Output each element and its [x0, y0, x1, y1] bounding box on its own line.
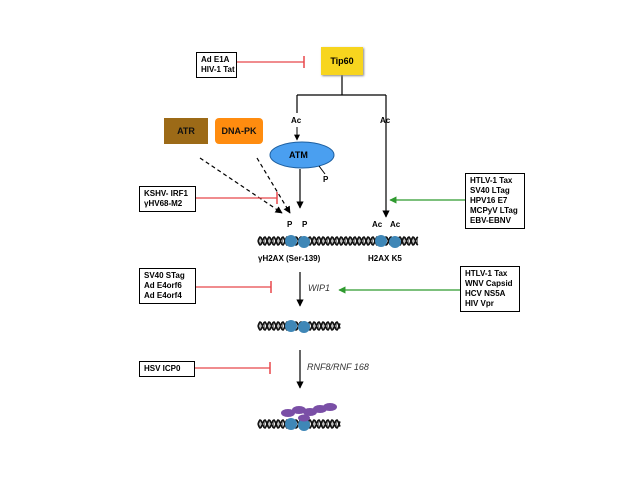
nucleosomes-gamma-h2ax: [285, 235, 310, 248]
atm-inhibitor-box: KSHV- IRF1 γHV68-M2: [139, 186, 196, 212]
nucleosomes-h2ax-k5: [375, 235, 401, 248]
h2ax-activator-box: HTLV-1 Tax SV40 LTag HPV16 E7 MCPyV LTag…: [465, 173, 525, 229]
h2ax-acetyl-label-1: Ac: [372, 220, 383, 229]
box-item: WNV Capsid: [465, 279, 513, 288]
box-item: HSV ICP0: [144, 364, 181, 373]
box-item: HIV Vpr: [465, 299, 494, 308]
ac-right-label: Ac: [380, 116, 391, 125]
atr-node: ATR: [164, 118, 208, 144]
box-item: γHV68-M2: [144, 199, 183, 208]
tip60-node: Tip60: [321, 47, 363, 75]
box-item: HTLV-1 Tax: [465, 269, 508, 278]
box-item: SV40 STag: [144, 271, 185, 280]
dnapk-dashed-arrow: [256, 157, 291, 214]
box-item: MCPyV LTag: [470, 206, 518, 215]
nucleosomes-middle: [285, 320, 310, 333]
ac-left-label: Ac: [291, 116, 302, 125]
atm-inhibition: [196, 192, 278, 204]
atm-phospho-stem: [318, 165, 326, 175]
box-item: Ad E4orf6: [144, 281, 182, 290]
box-item: Ad E4orf4: [144, 291, 182, 300]
h2ax-k5-label: H2AX K5: [368, 254, 402, 263]
box-item: KSHV- IRF1: [144, 189, 189, 198]
atm-phospho-label: P: [323, 175, 329, 184]
wip1-inhibitor-box: SV40 STag Ad E4orf6 Ad E4orf4: [139, 268, 196, 304]
rnf-inhibitor-box: HSV ICP0: [139, 361, 195, 377]
atr-dashed-arrow: [199, 157, 283, 214]
tip60-inhibition: [237, 56, 305, 68]
nucleosomes-bottom: [285, 418, 310, 431]
ubiquitin-chain: [281, 403, 337, 422]
tip60-inhibitor-box: Ad E1A HIV-1 Tat: [196, 52, 237, 78]
h2ax-phospho-label-2: P: [302, 220, 308, 229]
box-item: EBV-EBNV: [470, 216, 511, 225]
wip1-label: WIP1: [308, 283, 331, 293]
box-item: HCV NS5A: [465, 289, 506, 298]
box-item: HPV16 E7: [470, 196, 508, 205]
atm-label: ATM: [289, 150, 308, 160]
dnapk-node: DNA-PK: [215, 118, 263, 144]
rnf-inhibition: [195, 362, 271, 374]
atm-node: [269, 141, 335, 169]
wip1-activator-box: HTLV-1 Tax WNV Capsid HCV NS5A HIV Vpr: [460, 266, 520, 312]
h2ax-acetyl-label-2: Ac: [390, 220, 401, 229]
box-item: Ad E1A: [201, 55, 230, 64]
h2ax-phospho-label-1: P: [287, 220, 293, 229]
box-item: HIV-1 Tat: [201, 65, 235, 74]
wip1-inhibition: [196, 281, 272, 293]
gamma-h2ax-label: γH2AX (Ser-139): [258, 254, 321, 263]
box-item: SV40 LTag: [470, 186, 510, 195]
box-item: HTLV-1 Tax: [470, 176, 513, 185]
rnf-label: RNF8/RNF 168: [307, 362, 369, 372]
